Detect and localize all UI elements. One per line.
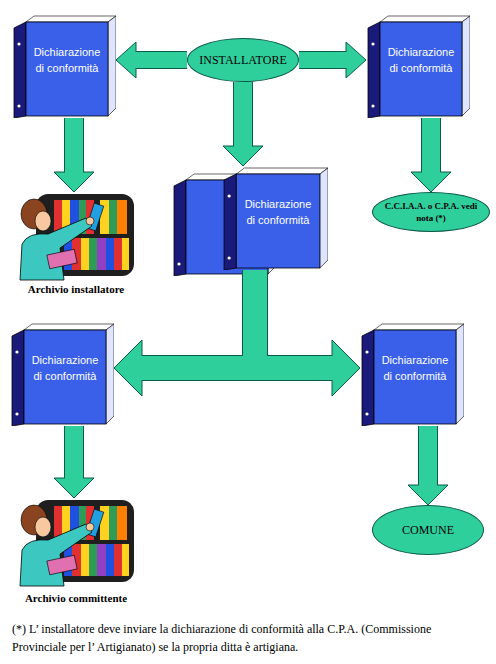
binder-spine [368,22,380,118]
binder-label: Dichiarazione di conformità [34,44,101,76]
flow-arrow [255,270,335,368]
flow-arrow [65,426,83,481]
binder-pages [236,168,328,174]
binder-spine [12,330,24,426]
binder-ring [371,104,374,107]
binder-box: Dichiarazione di conformità [12,14,116,118]
binder-text-area: Dichiarazione di conformità [24,352,106,384]
binder-pages [24,324,114,330]
flow-arrow [419,426,437,488]
flow-arrow [133,52,187,68]
arrow-outline-layer [74,60,431,485]
binder-cover [236,174,320,268]
arrow-body-layer [74,60,431,488]
archive-art [20,194,134,280]
binder-label: Dichiarazione di conformità [388,44,455,76]
binder-box: Dichiarazione di conformità [10,322,114,426]
archive-art [20,500,134,586]
ellipse-label: C.C.I.A.A. o C.P.A. vedi nota (*) [383,200,479,224]
archive-label: Archivio committente [14,591,138,605]
binder-spine [174,180,186,276]
arrow-outline [142,270,255,368]
binder-pages [380,16,470,22]
binder-ring [15,412,18,415]
binder-spine [362,330,374,426]
binder-pages [462,16,470,116]
ellipse-node: INSTALLATORE [187,38,299,82]
binder-text-area: Dichiarazione di conformità [374,352,456,384]
binder-box: Dichiarazione di conformità [360,322,464,426]
ellipse-node: C.C.I.A.A. o C.P.A. vedi nota (*) [372,192,490,232]
flow-arrow [422,118,440,175]
archive-node: Archivio installatore [14,192,138,296]
ellipse-label: INSTALLATORE [199,53,286,67]
footnote: (*) L’ installatore deve inviare la dich… [12,620,452,656]
binder-text-area: Dichiarazione di conformità [380,44,462,76]
binder-ring [17,104,20,107]
archive-illustration [14,192,136,282]
binder-spine [224,174,236,270]
arrow-head [332,340,360,396]
arrow-head [114,340,142,396]
binder-pages [320,168,328,268]
binder-label: Dichiarazione di conformità [382,352,449,384]
binder-ring [228,256,231,259]
arrow-head-layer [54,42,451,505]
binder-ring [371,42,374,45]
binder-box: Dichiarazione di conformità [366,14,470,118]
ellipse-node: COMUNE [372,505,484,555]
binder-pages [26,16,116,22]
binder-box: Dichiarazione di conformità [222,166,328,270]
binder-label: Dichiarazione di conformità [245,196,312,228]
binder-text-area: Dichiarazione di conformità [26,44,108,76]
binder-ring [228,194,231,197]
archive-label: Archivio installatore [14,282,138,296]
binder-ring [177,262,180,265]
binder-cover [26,22,108,116]
binder-text-area: Dichiarazione di conformità [236,196,320,228]
binder-cover [380,22,462,116]
archive-illustration [14,498,136,588]
binder-ring [365,412,368,415]
ellipse-label: COMUNE [402,523,454,537]
binder-cover [374,330,456,424]
binder-pages [456,324,464,424]
flow-arrow [65,118,83,175]
flow-arrow [234,82,252,149]
binder-ring [365,350,368,353]
flow-arrow [299,52,349,68]
binder-label: Dichiarazione di conformità [32,352,99,384]
binder-ring [17,42,20,45]
binder-pages [374,324,464,330]
binder-ring [15,350,18,353]
archive-node: Archivio committente [14,498,138,605]
binder-cover [24,330,106,424]
flow-arrow [139,270,255,368]
binder-pages [108,16,116,116]
binder-pages [106,324,114,424]
binder-spine [14,22,26,118]
